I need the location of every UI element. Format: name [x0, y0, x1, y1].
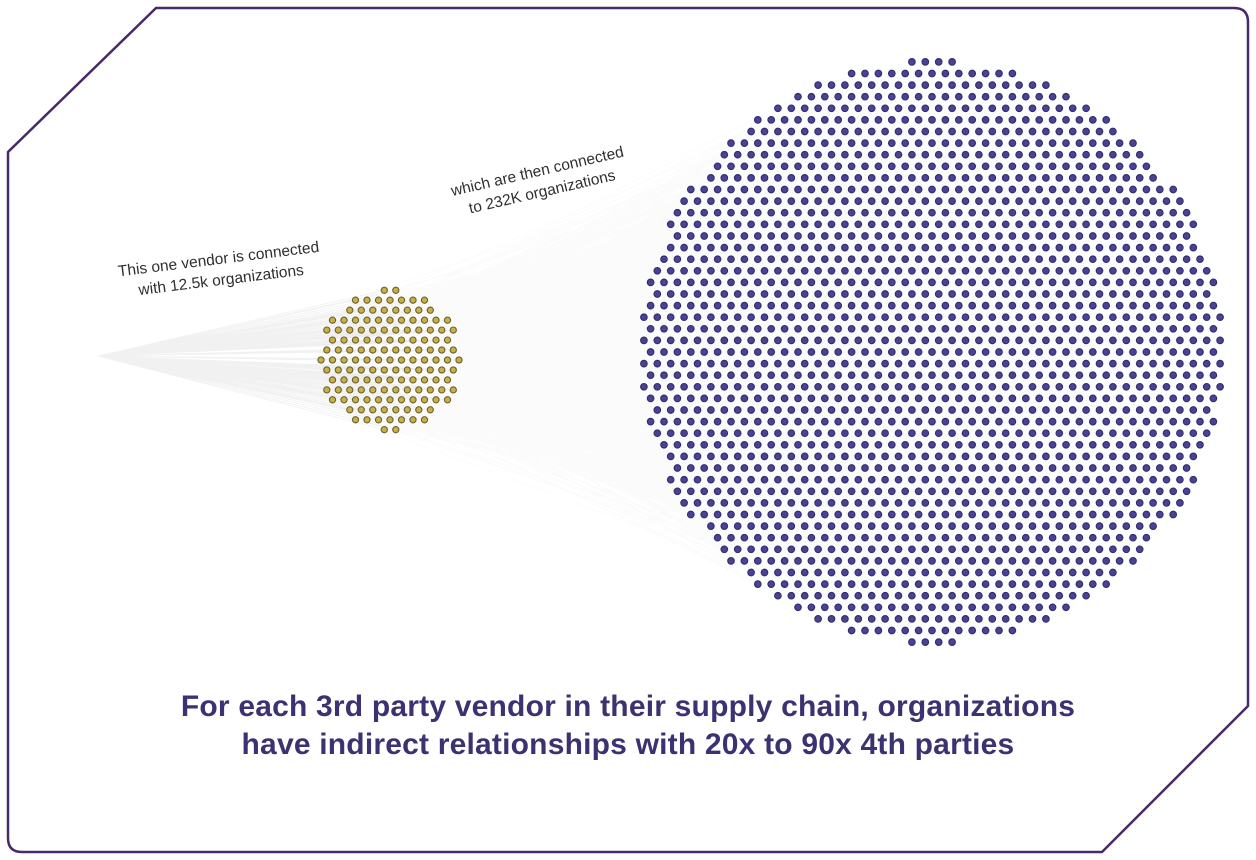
caption-line1: For each 3rd party vendor in their suppl…: [180, 690, 1076, 723]
caption: For each 3rd party vendor in their suppl…: [0, 688, 1256, 763]
caption-line2: have indirect relationships with 20x to …: [241, 727, 1015, 761]
